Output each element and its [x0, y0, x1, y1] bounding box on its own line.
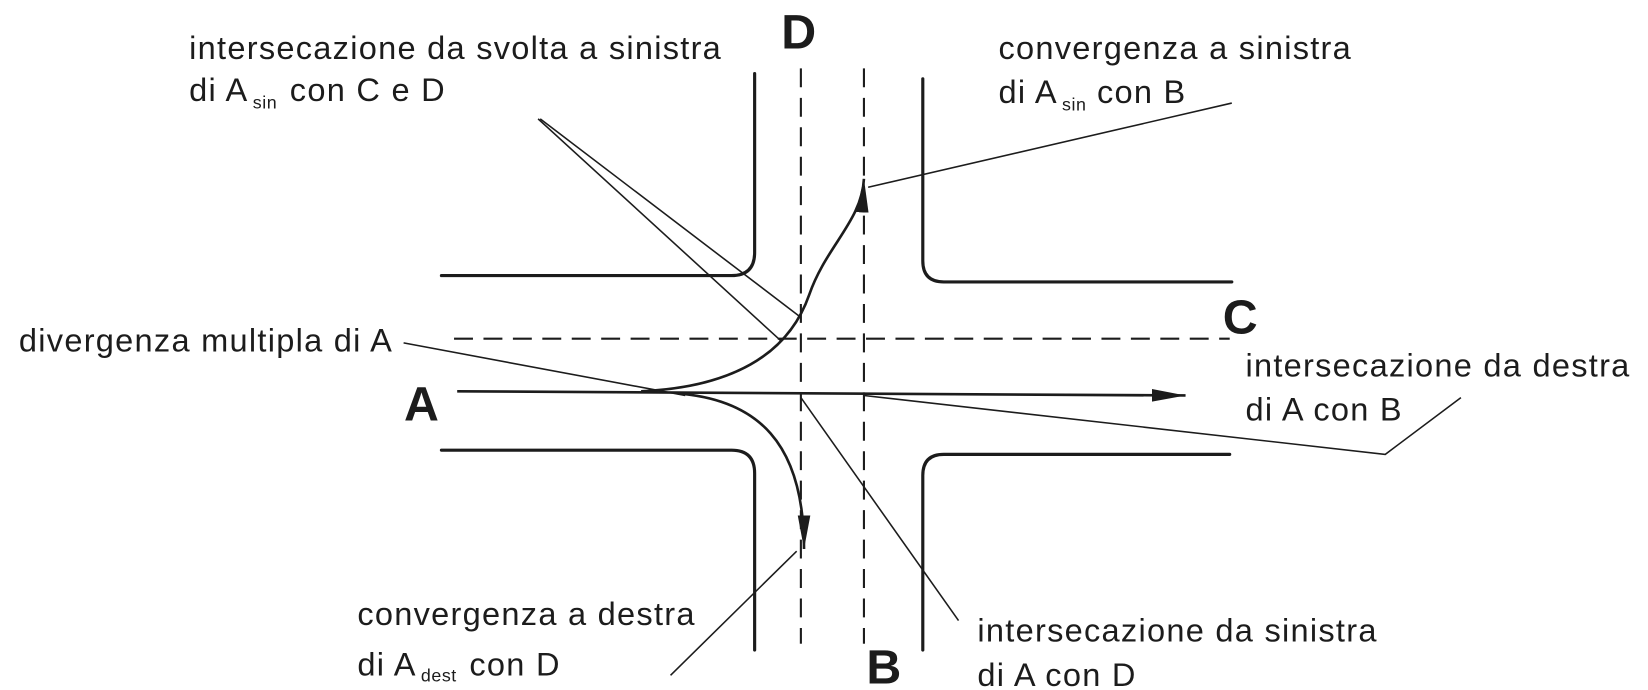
leader-left-merge — [867, 102, 1232, 188]
left-turn-crossing-subscript: sin — [253, 92, 277, 112]
approach-a-label: A — [404, 378, 439, 432]
left-turn-crossing-prefix: di A — [189, 71, 248, 108]
leader-left-crossing — [800, 397, 960, 622]
approach-b-label: B — [866, 641, 901, 690]
curb-top-right — [921, 77, 1234, 284]
leader-left-turn-crossing-c — [537, 118, 782, 342]
leader-right-merge — [669, 550, 798, 676]
left-merge-prefix: di A — [998, 73, 1057, 110]
movement-a-straight-arrow — [457, 388, 1186, 402]
right-merge-title: convergenza a destra — [357, 595, 695, 632]
left-merge-suffix: con B — [1097, 73, 1187, 110]
left-merge-subscript: sin — [1062, 94, 1086, 114]
left-crossing-title: intersecazione da sinistra — [977, 612, 1377, 649]
curb-bottom-right — [921, 452, 1232, 652]
right-merge-prefix: di A — [357, 645, 416, 682]
leader-left-turn-crossing-d — [539, 118, 801, 318]
approach-d-label: D — [781, 5, 816, 59]
right-merge-subscript: dest — [421, 666, 457, 686]
left-turn-crossing-suffix: con C e D — [290, 71, 446, 108]
movement-a-right-turn-arrow — [677, 392, 811, 550]
left-turn-crossing-title: intersecazione da svolta a sinistra — [189, 29, 722, 66]
multiple-diverge-title: divergenza multipla di A — [19, 321, 393, 358]
right-merge-suffix: con D — [469, 645, 560, 682]
left-crossing-detail: di A con D — [977, 656, 1136, 690]
left-merge-title: convergenza a sinistra — [998, 29, 1352, 66]
curb-bottom-left — [439, 448, 757, 652]
right-crossing-title: intersecazione da destra — [1245, 347, 1630, 384]
right-crossing-detail: di A con B — [1245, 391, 1402, 428]
curb-top-left — [439, 72, 757, 278]
approach-c-label: C — [1223, 290, 1258, 344]
leader-right-crossing — [863, 394, 1462, 456]
movement-a-left-turn-arrow — [641, 178, 869, 393]
leader-multiple-diverge — [403, 342, 686, 397]
